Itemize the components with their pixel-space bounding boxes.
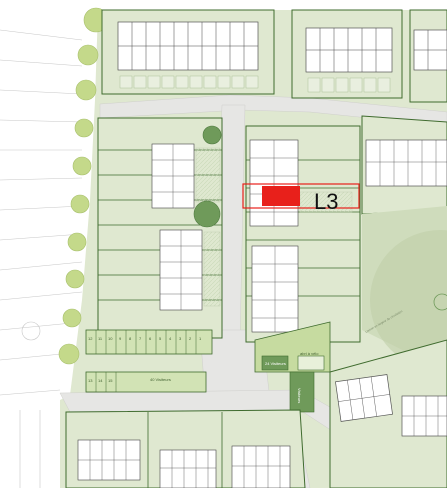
highlighted-lot-outline	[242, 183, 360, 209]
parcel-block-bottom	[65, 409, 306, 488]
lot-number-1: 1	[199, 336, 202, 341]
visitor-parking-right: 24 Visiteurs abri à vélo Visiteurs	[254, 321, 331, 413]
parcel-block-center-right	[245, 125, 361, 343]
lot-number-7: 7	[139, 336, 142, 341]
roundabout-marker	[21, 321, 41, 341]
lot-number-15: 15	[108, 378, 113, 383]
lot-number-13: 13	[88, 378, 93, 383]
parking-label-40: 40 Visiteurs	[150, 377, 171, 382]
lot-number-4: 4	[169, 336, 172, 341]
bike-shelter-label: abri à vélo	[300, 351, 319, 356]
lot-number-2: 2	[189, 336, 192, 341]
lot-number-10: 10	[108, 336, 113, 341]
tree-center-left	[193, 200, 221, 228]
road-upper-horizontal	[99, 94, 447, 127]
parcel-block-top-middle	[291, 9, 403, 99]
lot-number-5: 5	[159, 336, 162, 341]
parcel-block-lower-right	[329, 339, 447, 488]
park-area	[361, 115, 447, 372]
highlighted-lot-fill	[262, 186, 300, 206]
lot-number-9: 9	[119, 336, 122, 341]
tree-top-road	[202, 125, 222, 145]
parcel-block-top-right	[409, 9, 447, 103]
parking-strip-lots: 12 11 10 9 8 7 6 5 4 3 2 1 13 14 15 40 V…	[85, 329, 213, 393]
lot-number-8: 8	[129, 336, 132, 341]
lot-number-3: 3	[179, 336, 182, 341]
parking-label-24: 24 Visiteurs	[265, 361, 286, 366]
lot-number-14: 14	[98, 378, 103, 383]
highlighted-lot-label: L3	[314, 189, 338, 214]
parcel-block-top-left	[101, 9, 275, 95]
lot-number-12: 12	[88, 336, 93, 341]
lot-number-6: 6	[149, 336, 152, 341]
lot-number-11: 11	[98, 336, 103, 341]
parcel-block-center-left	[97, 117, 223, 339]
vertical-path-label: Visiteurs	[297, 388, 302, 403]
highlighted-lot-l3[interactable]: L3	[242, 183, 360, 214]
